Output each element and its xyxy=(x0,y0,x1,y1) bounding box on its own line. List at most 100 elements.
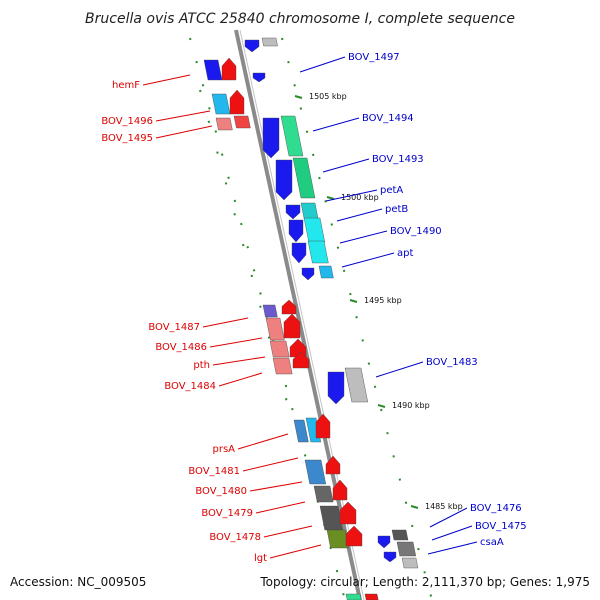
accession-text: Accession: NC_009505 xyxy=(10,575,146,589)
gene-label-prsa: prsA xyxy=(212,444,235,455)
label-leader-line xyxy=(339,230,388,244)
gene-block xyxy=(265,317,285,341)
label-leader-line xyxy=(255,501,306,514)
tick-mark xyxy=(410,505,419,509)
tick-mark xyxy=(377,404,386,408)
label-leader-line xyxy=(429,507,468,528)
label-leader-line xyxy=(249,481,303,492)
tick-mark xyxy=(349,299,358,303)
label-leader-line xyxy=(375,361,424,378)
gene-label-bov-1493: BOV_1493 xyxy=(372,154,424,165)
gene-block xyxy=(233,115,251,129)
gene-label-bov-1490: BOV_1490 xyxy=(390,226,442,237)
gene-block xyxy=(293,419,309,443)
label-leader-line xyxy=(209,337,263,348)
label-leader-line xyxy=(155,110,211,122)
gene-block xyxy=(304,459,327,485)
gene-label-csaa: csaA xyxy=(480,537,504,548)
gene-arrow xyxy=(327,371,345,405)
gene-block xyxy=(261,37,278,47)
gene-arrow xyxy=(252,72,266,83)
gene-arrow xyxy=(221,57,237,81)
gene-label-bov-1475: BOV_1475 xyxy=(475,521,527,532)
label-leader-line xyxy=(325,189,378,202)
tick-mark xyxy=(326,196,335,200)
gene-arrow xyxy=(339,501,357,525)
topology-summary: Topology: circular; Length: 2,111,370 bp… xyxy=(259,575,590,589)
gene-block xyxy=(303,217,326,243)
gene-label-pth: pth xyxy=(193,360,210,371)
label-leader-line xyxy=(427,541,478,555)
gene-arrow xyxy=(383,551,397,563)
gene-features xyxy=(203,37,419,600)
label-leader-line xyxy=(218,372,263,387)
tick-label: 1485 kbp xyxy=(425,502,463,511)
gene-arrow xyxy=(283,313,301,339)
gene-block xyxy=(364,593,379,600)
label-leader-line xyxy=(155,125,213,139)
label-leader-line xyxy=(237,433,289,450)
gene-label-petb: petB xyxy=(385,204,408,215)
gene-label-lgt: lgt xyxy=(254,553,267,564)
gene-label-apt: apt xyxy=(397,248,413,259)
gene-label-bov-1483: BOV_1483 xyxy=(426,357,478,368)
label-leader-line xyxy=(312,117,360,132)
chromosome-backbone xyxy=(234,29,362,600)
label-leader-line xyxy=(269,544,322,559)
gene-block xyxy=(307,240,329,264)
gene-block xyxy=(272,357,293,375)
gene-label-bov-1495: BOV_1495 xyxy=(101,133,153,144)
label-leader-line xyxy=(202,317,249,328)
gene-arrow xyxy=(291,242,307,264)
gene-block xyxy=(344,367,369,403)
grid-arc-outer-right xyxy=(281,37,433,600)
label-leader-line xyxy=(242,457,299,472)
gene-block xyxy=(215,117,233,131)
gene-block xyxy=(391,529,409,541)
gene-block xyxy=(318,265,334,279)
gene-arrow xyxy=(285,204,301,220)
tick-label: 1505 kbp xyxy=(309,92,347,101)
gene-arrow xyxy=(332,479,348,501)
gene-arrow xyxy=(229,89,245,115)
gene-arrow xyxy=(244,39,260,53)
tick-mark xyxy=(294,95,303,99)
gene-label-bov-1476: BOV_1476 xyxy=(470,503,522,514)
gene-label-bov-1496: BOV_1496 xyxy=(101,116,153,127)
gene-arrow xyxy=(275,159,293,201)
gene-arrow xyxy=(325,455,341,475)
gene-block xyxy=(313,485,334,503)
gene-block xyxy=(203,59,223,81)
gene-block xyxy=(292,157,316,199)
gene-block xyxy=(262,304,278,318)
gene-arrow xyxy=(315,413,331,439)
label-leader-line xyxy=(299,56,346,73)
label-leader-line xyxy=(336,208,383,222)
gene-arrow xyxy=(281,299,297,315)
grid-arc-inner-left xyxy=(189,37,346,600)
gene-label-bov-1494: BOV_1494 xyxy=(362,113,414,124)
tick-label: 1500 kbp xyxy=(341,193,379,202)
gene-block xyxy=(211,93,231,115)
tick-label: 1490 kbp xyxy=(392,401,430,410)
gene-label-bov-1487: BOV_1487 xyxy=(148,322,200,333)
gene-arrow xyxy=(262,117,280,159)
gene-arrow xyxy=(345,525,363,547)
gene-label-bov-1484: BOV_1484 xyxy=(164,381,216,392)
gene-label-bov-1479: BOV_1479 xyxy=(201,508,253,519)
gene-block xyxy=(345,593,362,600)
gene-arrow xyxy=(301,267,315,281)
label-leader-line xyxy=(322,158,370,173)
gene-block xyxy=(326,529,349,549)
gene-arrow xyxy=(289,338,307,358)
gene-label-bov-1486: BOV_1486 xyxy=(155,342,207,353)
gene-block xyxy=(396,541,417,557)
gene-labels: hemFBOV_1496BOV_1495BOV_1487BOV_1486pthB… xyxy=(101,52,526,564)
gene-label-bov-1481: BOV_1481 xyxy=(188,466,240,477)
label-leader-line xyxy=(341,252,395,268)
gene-label-bov-1497: BOV_1497 xyxy=(348,52,400,63)
gene-block xyxy=(280,115,304,157)
gene-label-peta: petA xyxy=(380,185,403,196)
